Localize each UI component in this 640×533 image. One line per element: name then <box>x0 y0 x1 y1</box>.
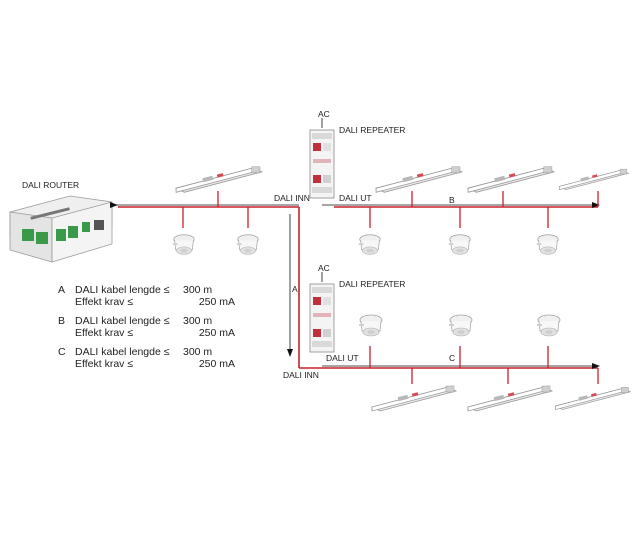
downlight-top-2 <box>236 234 259 255</box>
legend-text: DALI kabel lengde ≤ <box>75 346 170 358</box>
ballast-top-3 <box>467 166 555 193</box>
legend-value: 250 mA <box>198 327 235 339</box>
downlight-bottom-1 <box>358 314 383 337</box>
ballast-top-4 <box>558 168 629 191</box>
legend-value: 300 m <box>183 284 213 296</box>
legend-letter: A <box>58 284 66 296</box>
legend-text: DALI kabel lengde ≤ <box>75 284 170 296</box>
ac-top-label: AC <box>318 109 330 119</box>
segment-a-label: A <box>292 284 298 294</box>
legend-text: Effekt krav ≤ <box>75 327 134 339</box>
legend-value: 300 m <box>183 315 213 327</box>
legend-value: 250 mA <box>198 358 235 370</box>
dali-repeater-top <box>309 118 335 199</box>
legend-text: Effekt krav ≤ <box>75 358 134 370</box>
legend-text: Effekt krav ≤ <box>75 296 134 308</box>
bottom-bus-drops <box>369 346 599 384</box>
legend-b-line2: Effekt krav ≤ 250 mA <box>58 327 235 339</box>
legend-letter: C <box>58 346 66 358</box>
legend-value: 300 m <box>183 346 213 358</box>
downlight-top-4 <box>448 234 471 255</box>
dali-bus-bottom <box>299 363 600 369</box>
cable-spec-legend: A DALI kabel lengde ≤ 300 m Effekt krav … <box>58 284 235 370</box>
legend-a-line2: Effekt krav ≤ 250 mA <box>58 296 235 308</box>
downlight-bottom-3 <box>536 314 561 337</box>
legend-c-line2: Effekt krav ≤ 250 mA <box>58 358 235 370</box>
segment-c-label: C <box>449 353 455 363</box>
legend-letter: B <box>58 315 66 327</box>
dali-repeater-bottom <box>309 272 335 353</box>
downlight-top-3 <box>358 234 381 255</box>
legend-value: 250 mA <box>198 296 235 308</box>
dali-ut-bottom-label: DALI UT <box>326 353 359 363</box>
dali-trunk-a <box>287 207 300 368</box>
dali-inn-bottom-label: DALI INN <box>283 370 319 380</box>
ac-bottom-label: AC <box>318 263 330 273</box>
ballast-bottom-1 <box>371 385 457 412</box>
top-bus-drops <box>182 191 599 228</box>
ballast-top-2 <box>375 166 463 193</box>
dali-ut-top-label: DALI UT <box>339 193 372 203</box>
downlight-bottom-2 <box>448 314 473 337</box>
downlight-top-1 <box>172 234 195 255</box>
legend-b-line1: B DALI kabel lengde ≤ 300 m <box>58 315 235 327</box>
ballast-bottom-3 <box>555 386 631 411</box>
dali-bus-top <box>110 202 600 208</box>
dali-router-device <box>9 195 113 263</box>
router-label: DALI ROUTER <box>22 180 79 190</box>
legend-a-line1: A DALI kabel lengde ≤ 300 m <box>58 284 235 296</box>
legend-c-line1: C DALI kabel lengde ≤ 300 m <box>58 346 235 358</box>
repeater-top-label: DALI REPEATER <box>339 125 405 135</box>
ballast-bottom-2 <box>467 385 553 412</box>
segment-b-label: B <box>449 195 455 205</box>
downlight-top-5 <box>536 234 559 255</box>
ballast-top-1 <box>175 166 263 193</box>
dali-inn-top-label: DALI INN <box>274 193 310 203</box>
legend-text: DALI kabel lengde ≤ <box>75 315 170 327</box>
repeater-bottom-label: DALI REPEATER <box>339 279 405 289</box>
